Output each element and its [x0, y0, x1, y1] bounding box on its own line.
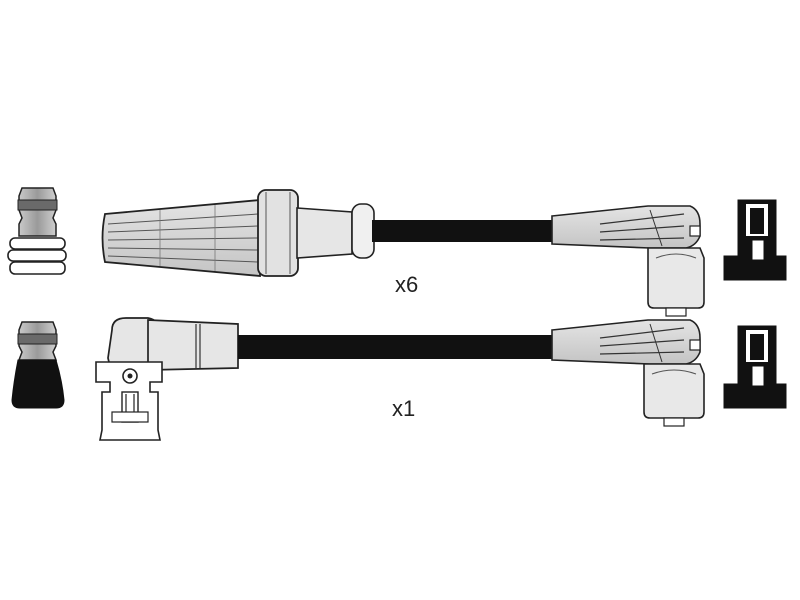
spark-plug-cap-with-black-boot — [11, 321, 65, 409]
ribbed-plug-boot — [101, 189, 375, 277]
right-angle-distributor-boot — [551, 205, 705, 317]
ignition-cable — [372, 220, 554, 242]
terminal-connector — [723, 325, 787, 409]
lead-b: x1 — [11, 317, 787, 441]
quantity-label-x6: x6 — [395, 272, 418, 297]
right-angle-distributor-boot — [551, 319, 705, 427]
spark-plug-cap-with-seal-rings — [7, 187, 67, 275]
quantity-label-x1: x1 — [392, 396, 415, 421]
lead-a: x6 — [7, 187, 787, 317]
ignition-cable — [238, 335, 552, 359]
angled-coil-connector — [95, 317, 239, 441]
terminal-connector — [723, 199, 787, 281]
